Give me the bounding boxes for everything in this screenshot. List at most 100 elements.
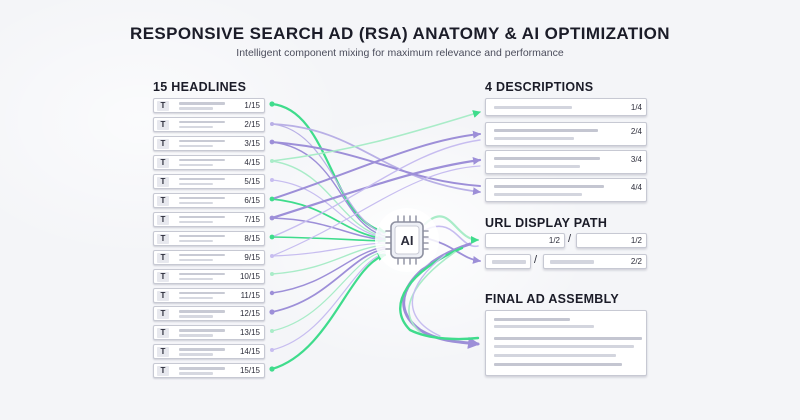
description-number: 1/4: [630, 103, 642, 112]
headline-number: 2/15: [244, 119, 260, 129]
headlines-label: 15 HEADLINES: [153, 80, 247, 94]
description-number: 3/4: [630, 155, 642, 164]
text-placeholder: [179, 291, 225, 294]
headline-dots: [269, 101, 275, 372]
text-placeholder: [179, 296, 213, 299]
text-placeholder: [550, 260, 594, 264]
headline-item[interactable]: T 15/15: [153, 363, 265, 379]
text-placeholder: [179, 220, 213, 224]
headline-item[interactable]: T 2/15: [153, 116, 265, 132]
text-placeholder: [494, 106, 572, 109]
headline-item[interactable]: T 11/15: [153, 287, 265, 303]
headline-number: 5/15: [244, 176, 260, 186]
text-placeholder: [179, 144, 213, 148]
text-placeholder: [179, 372, 213, 375]
text-placeholder: [179, 253, 225, 257]
text-placeholder: [494, 318, 570, 321]
headline-number: 10/15: [239, 271, 260, 281]
url-path-field[interactable]: [485, 254, 531, 269]
text-placeholder: [179, 315, 213, 318]
text-type-icon: T: [157, 214, 169, 225]
text-placeholder: [179, 239, 213, 243]
text-placeholder: [494, 157, 600, 160]
url-separator: /: [534, 254, 538, 266]
ai-chip: AI: [375, 208, 439, 272]
headline-number: 15/15: [239, 366, 260, 376]
ai-chip-label: AI: [401, 233, 414, 248]
headline-number: 4/15: [244, 157, 260, 167]
text-placeholder: [179, 139, 225, 143]
headline-item[interactable]: T 4/15: [153, 154, 265, 170]
url-path-label: URL DISPLAY PATH: [485, 216, 608, 230]
text-placeholder: [179, 348, 225, 351]
url-separator: /: [568, 233, 572, 245]
text-type-icon: T: [157, 347, 169, 358]
text-placeholder: [179, 367, 225, 370]
text-placeholder: [179, 272, 225, 276]
url-path-field[interactable]: 1/2: [485, 233, 565, 248]
url-path-number: 1/2: [630, 236, 642, 245]
description-number: 4/4: [630, 183, 642, 192]
url-path-number: 2/2: [630, 257, 642, 266]
text-placeholder: [494, 337, 642, 340]
text-placeholder: [494, 325, 594, 328]
text-type-icon: T: [157, 309, 169, 320]
text-placeholder: [494, 165, 580, 168]
text-type-icon: T: [157, 157, 169, 168]
url-path-field[interactable]: 1/2: [576, 233, 647, 248]
text-type-icon: T: [157, 233, 169, 244]
headline-item[interactable]: T 10/15: [153, 268, 265, 284]
headline-number: 8/15: [244, 233, 260, 243]
text-placeholder: [179, 215, 225, 219]
text-type-icon: T: [157, 290, 169, 301]
text-type-icon: T: [157, 119, 169, 130]
text-placeholder: [179, 234, 225, 238]
text-type-icon: T: [157, 271, 169, 282]
url-path-number: 1/2: [548, 236, 560, 245]
description-card[interactable]: 3/4: [485, 150, 647, 174]
text-placeholder: [179, 107, 213, 110]
text-placeholder: [179, 120, 225, 124]
text-type-icon: T: [157, 138, 169, 149]
headline-number: 9/15: [244, 252, 260, 262]
url-path-field[interactable]: 2/2: [543, 254, 647, 269]
text-placeholder: [494, 193, 582, 196]
headline-number: 3/15: [244, 138, 260, 148]
headline-number: 7/15: [244, 214, 260, 224]
text-placeholder: [179, 102, 225, 105]
final-ad-label: FINAL AD ASSEMBLY: [485, 292, 620, 306]
text-placeholder: [179, 177, 225, 181]
text-type-icon: T: [157, 176, 169, 187]
text-type-icon: T: [157, 252, 169, 263]
description-card[interactable]: 4/4: [485, 178, 647, 202]
page-title: RESPONSIVE SEARCH AD (RSA) ANATOMY & AI …: [130, 24, 670, 43]
headline-item[interactable]: T 8/15: [153, 230, 265, 246]
text-placeholder: [179, 201, 213, 205]
headline-item[interactable]: T 3/15: [153, 135, 265, 151]
description-card[interactable]: 1/4: [485, 98, 647, 116]
headline-item[interactable]: T 7/15: [153, 211, 265, 227]
text-placeholder: [179, 182, 213, 186]
text-placeholder: [179, 196, 225, 200]
text-placeholder: [179, 277, 213, 281]
headline-number: 11/15: [240, 290, 260, 300]
text-type-icon: T: [157, 366, 169, 377]
headline-number: 6/15: [244, 195, 260, 205]
text-type-icon: T: [157, 101, 169, 111]
headline-item[interactable]: T 9/15: [153, 249, 265, 265]
text-type-icon: T: [157, 328, 169, 339]
headline-item[interactable]: T 5/15: [153, 173, 265, 189]
description-card[interactable]: 2/4: [485, 122, 647, 146]
text-placeholder: [179, 334, 213, 337]
text-placeholder: [492, 260, 526, 264]
text-placeholder: [179, 125, 213, 129]
description-number: 2/4: [630, 127, 642, 136]
page-subtitle: Intelligent component mixing for maximum…: [236, 47, 564, 59]
final-ad-preview[interactable]: [485, 310, 647, 376]
